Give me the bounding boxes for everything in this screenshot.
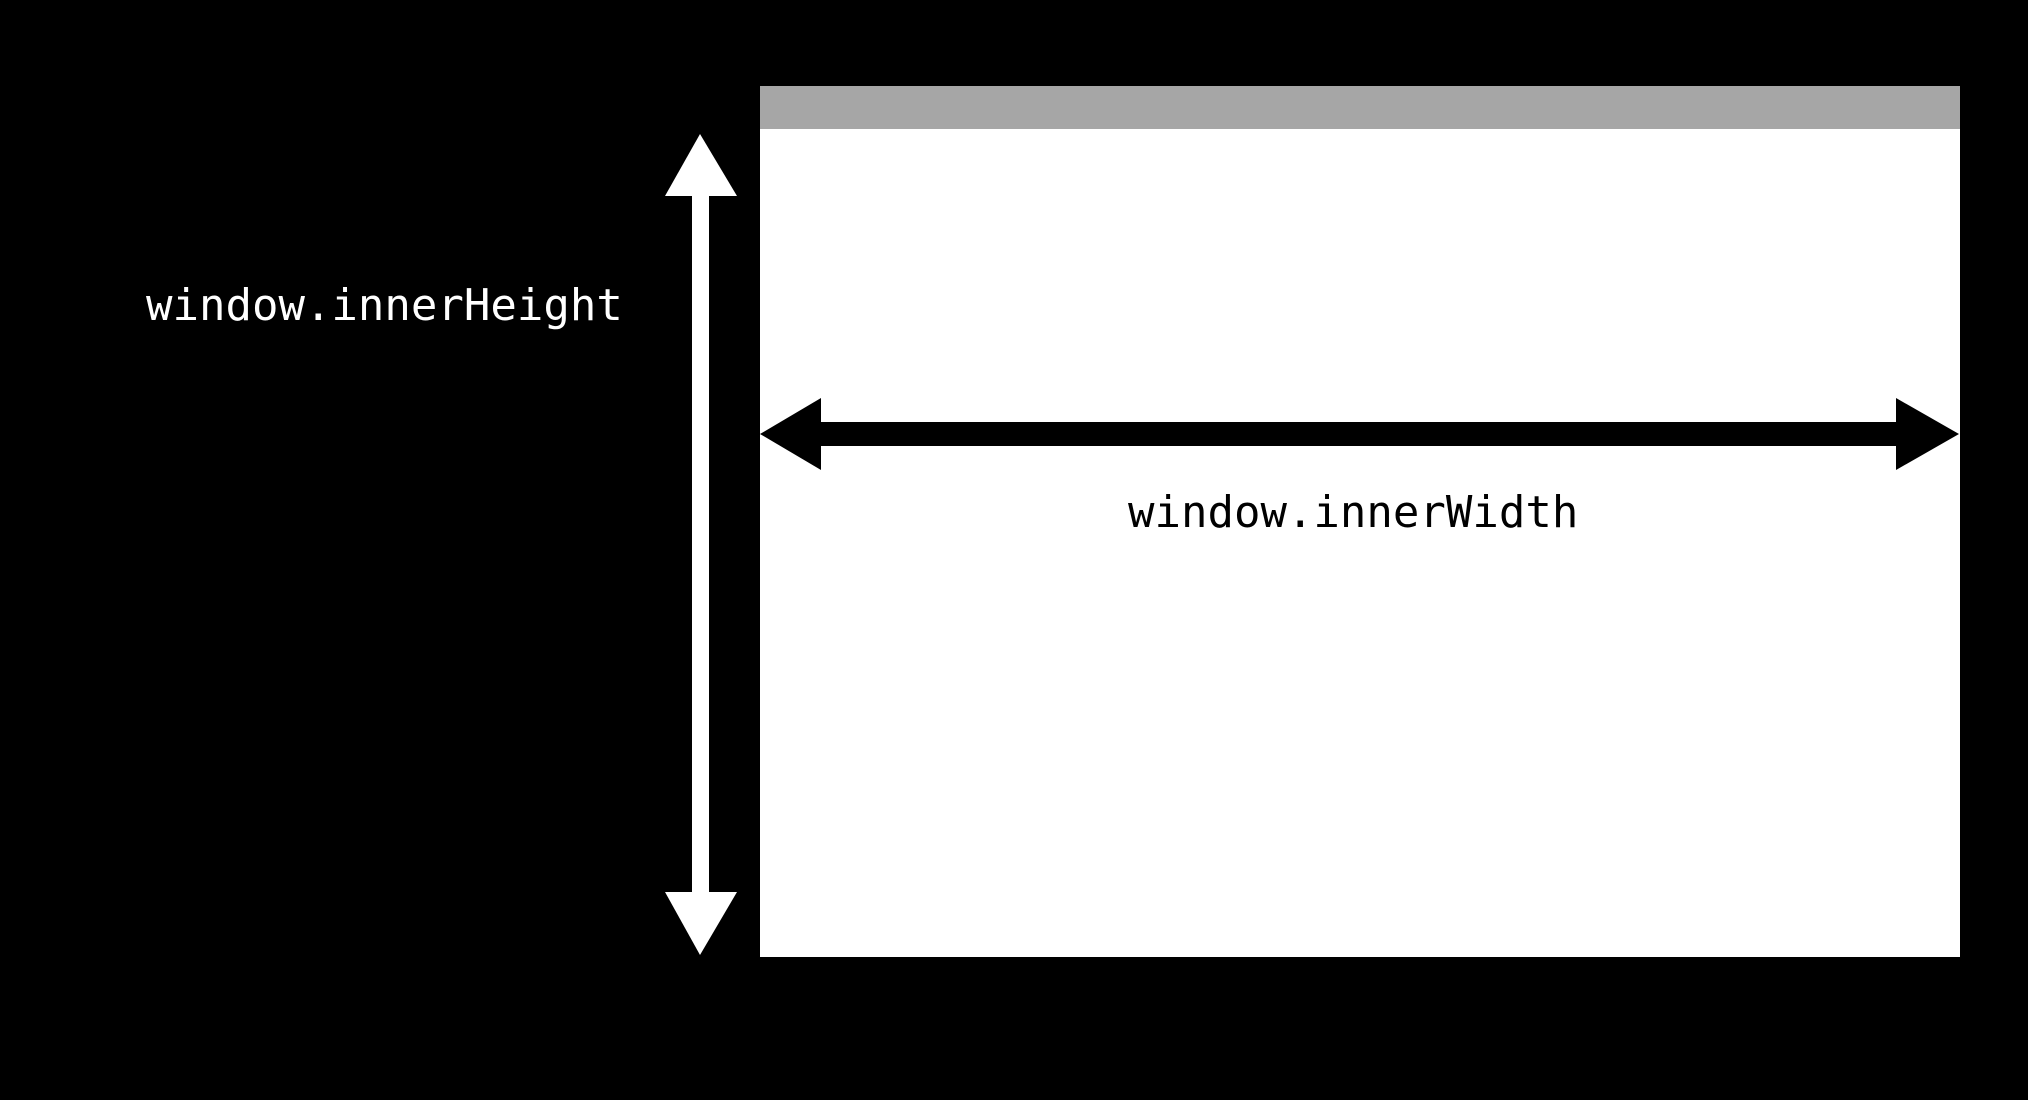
width-arrow-head-right bbox=[1896, 398, 1959, 470]
height-arrow-shaft bbox=[692, 194, 709, 894]
inner-height-label: window.innerHeight bbox=[146, 280, 623, 331]
window-viewport bbox=[760, 129, 1960, 957]
inner-width-label: window.innerWidth bbox=[1128, 487, 1579, 538]
width-arrow bbox=[760, 398, 1959, 470]
window-titlebar bbox=[760, 86, 1960, 129]
browser-window bbox=[760, 86, 1960, 957]
width-arrow-head-left bbox=[760, 398, 821, 470]
height-arrow bbox=[665, 134, 737, 955]
width-arrow-shaft bbox=[819, 422, 1898, 446]
height-arrow-head-top bbox=[665, 134, 737, 196]
height-arrow-head-bottom bbox=[665, 892, 737, 955]
